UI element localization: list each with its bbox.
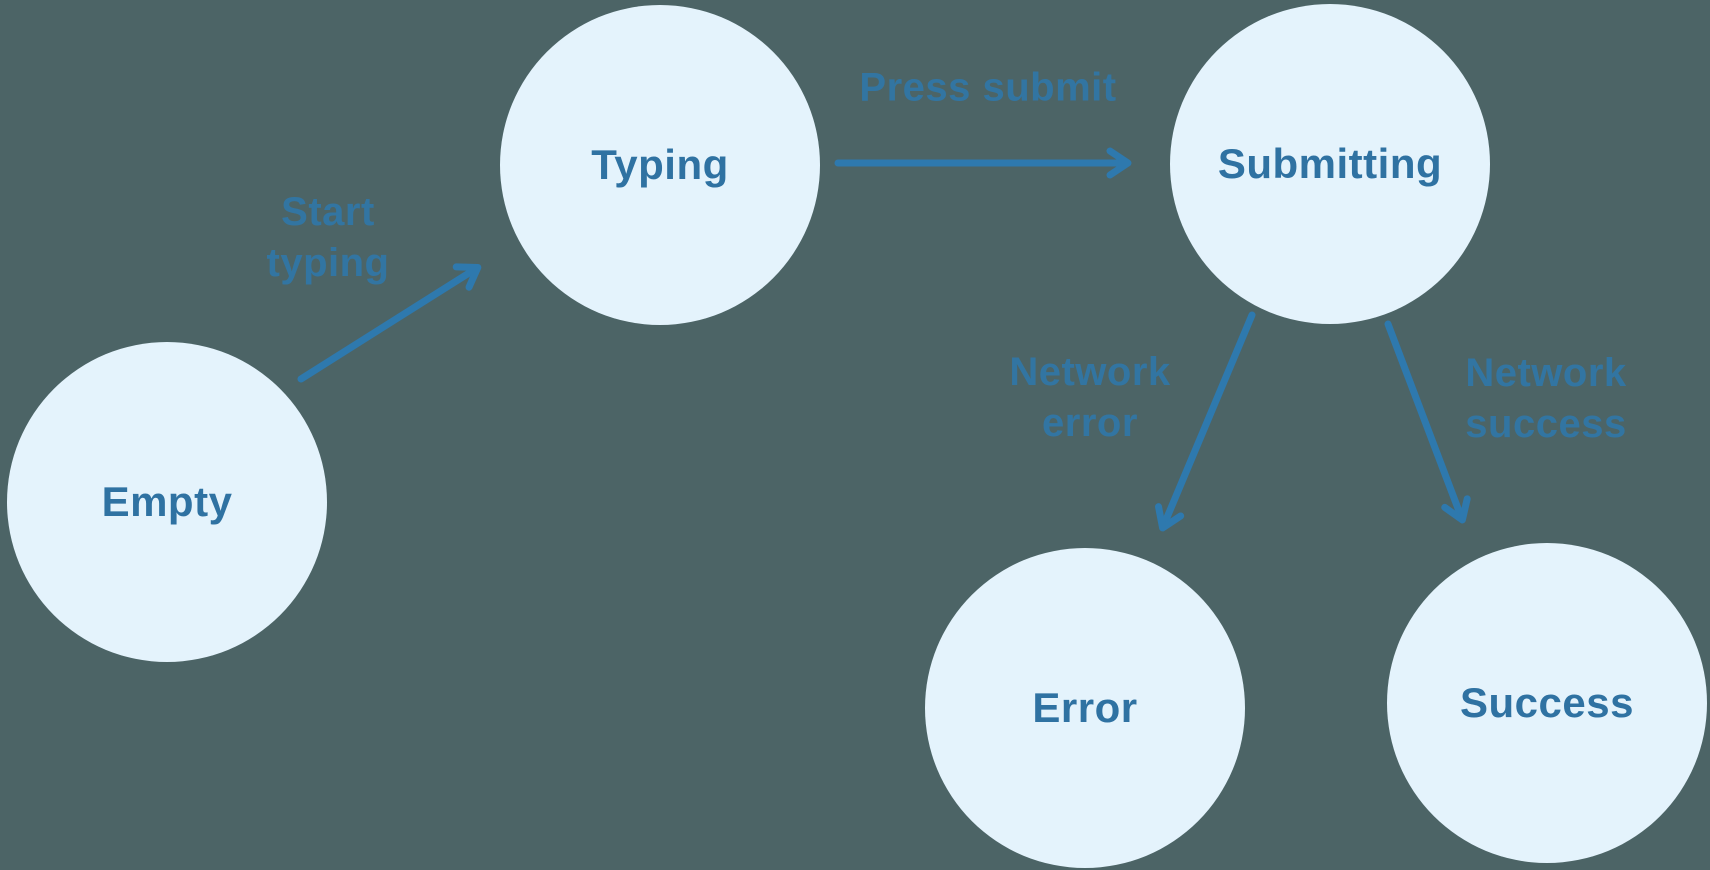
edge-label-line: success: [1465, 402, 1627, 446]
state-node-submitting: Submitting: [1170, 4, 1490, 324]
edge-label-line: Start: [281, 190, 375, 234]
state-node-success: Success: [1387, 543, 1707, 863]
state-node-empty: Empty: [7, 342, 327, 662]
edge-label-network-error: Network error: [1009, 347, 1170, 449]
state-label-success: Success: [1460, 679, 1634, 726]
edge-empty-to-typing-arrow: [297, 263, 482, 383]
edge-label-line: Network: [1009, 350, 1171, 394]
edge-submitting-to-error-arrow: [1155, 311, 1256, 532]
state-label-error: Error: [1032, 684, 1138, 731]
edge-label-line: error: [1042, 401, 1138, 445]
state-node-typing: Typing: [500, 5, 820, 325]
state-node-error: Error: [925, 548, 1245, 868]
edge-submitting-to-success-arrow: [1384, 320, 1471, 524]
edge-label-line: typing: [266, 241, 390, 285]
edge-label-press-submit: Press submit: [859, 63, 1116, 114]
edge-label-line: Network: [1465, 351, 1627, 395]
state-label-empty: Empty: [101, 478, 233, 525]
edge-label-start-typing: Start typing: [267, 187, 390, 289]
edge-label-network-success: Network success: [1465, 348, 1626, 450]
edge-label-line: Press submit: [859, 65, 1117, 110]
state-label-typing: Typing: [591, 141, 729, 188]
state-label-submitting: Submitting: [1217, 140, 1443, 187]
